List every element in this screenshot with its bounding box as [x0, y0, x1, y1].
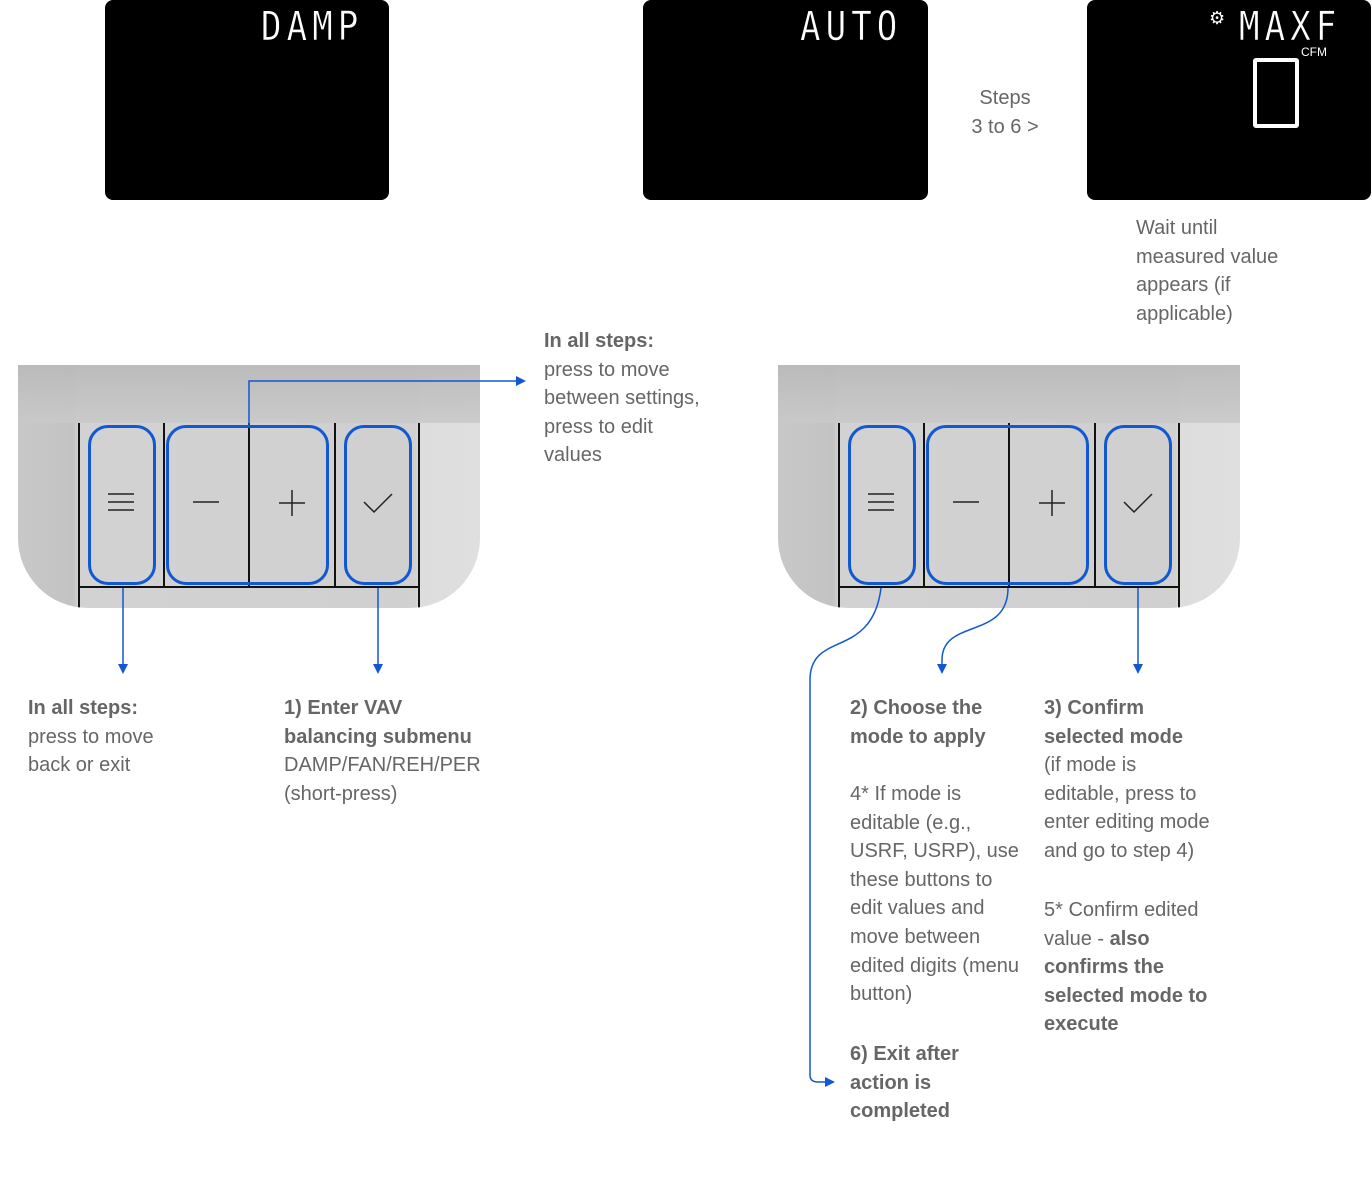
confirm-button[interactable] [1104, 425, 1172, 585]
check-icon [363, 493, 393, 514]
confirm-button[interactable] [344, 425, 412, 585]
annotation-menu: In all steps: press to move back or exit [28, 697, 154, 777]
menu-button[interactable] [88, 425, 156, 585]
arrow-right-menu-exit [809, 587, 882, 1087]
annotation-enter: 1) Enter VAV balancing submenu DAMP/FAN/… [284, 697, 481, 805]
lcd-text: MAXF [1238, 4, 1341, 51]
menu-icon [108, 493, 134, 511]
control-panel-right [778, 365, 1240, 608]
lcd-unit: CFM [1301, 45, 1327, 59]
check-icon [1123, 493, 1153, 514]
plus-icon [279, 490, 305, 516]
lcd-screen-damp: DAMP [105, 0, 389, 200]
minus-plus-buttons[interactable] [166, 425, 329, 585]
menu-button[interactable] [848, 425, 916, 585]
steps-label: Steps 3 to 6 > [971, 87, 1039, 138]
wait-note: Wait until measured value appears (if ap… [1136, 217, 1279, 325]
annotation-edit: 4* If mode is editable (e.g., USRF, USRP… [850, 783, 1019, 1006]
lcd-screen-auto: AUTO [643, 0, 928, 200]
arrow-to-top-note [248, 376, 526, 425]
control-panel-left [18, 365, 480, 608]
minus-icon [953, 501, 979, 503]
annotation-confirm: 3) Confirm selected mode (if mode is edi… [1044, 697, 1210, 862]
annotation-top: In all steps: press to move between sett… [544, 330, 700, 467]
gear-icon: ⚙ [1209, 8, 1226, 29]
minus-icon [193, 501, 219, 503]
menu-icon [868, 493, 894, 511]
arrow-right-minusplus [937, 587, 1009, 674]
lcd-text: DAMP [260, 4, 363, 51]
lcd-screen-maxf: ⚙ MAXF CFM [1087, 0, 1371, 200]
plus-icon [1039, 490, 1065, 516]
lcd-text: AUTO [799, 4, 902, 51]
annotation-confirm-edit: 5* Confirm edited value - also confirms … [1044, 899, 1208, 1036]
annotation-choose: 2) Choose the mode to apply [850, 697, 986, 748]
minus-plus-buttons[interactable] [926, 425, 1089, 585]
lcd-value-digit [1253, 58, 1299, 128]
annotation-exit: 6) Exit after action is completed [850, 1043, 959, 1123]
